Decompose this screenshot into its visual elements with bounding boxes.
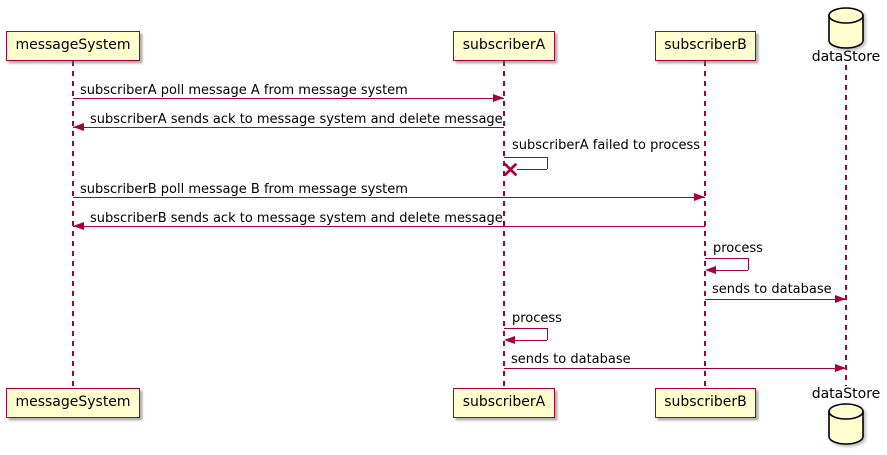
- participant-messageSystem-bottom-box: messageSystem: [6, 388, 140, 418]
- message-8-line: [504, 368, 846, 369]
- message-2-label: subscriberA failed to process: [512, 138, 701, 153]
- lifeline-dataStore: [845, 65, 847, 386]
- message-8-label: sends to database: [511, 352, 631, 367]
- message-3-label: subscriberB poll message B from message …: [80, 182, 408, 197]
- message-5-loop-side-line: [748, 258, 749, 270]
- message-2-failed-x-icon: [503, 162, 518, 177]
- message-1-line: [73, 127, 504, 128]
- message-2-loop-top-line: [504, 157, 547, 158]
- message-7-arrowhead-icon: [504, 336, 515, 344]
- database-icon-top: [827, 6, 865, 54]
- message-7-loop-side-line: [547, 328, 548, 340]
- message-3-arrowhead-icon: [694, 193, 705, 201]
- participant-subscriberA-top-box: subscriberA: [453, 31, 555, 61]
- message-5-arrowhead-icon: [705, 266, 716, 274]
- message-2-loop-side-line: [547, 157, 548, 169]
- participant-dataStore-bottom-label: dataStore: [811, 386, 881, 402]
- lifeline-messageSystem: [72, 61, 74, 389]
- message-0-line: [73, 98, 504, 99]
- message-0-arrowhead-icon: [493, 94, 504, 102]
- message-6-label: sends to database: [712, 282, 832, 297]
- message-3-line: [73, 197, 705, 198]
- participant-subscriberB-bottom-box: subscriberB: [655, 388, 756, 418]
- message-6-line: [705, 299, 846, 300]
- message-8-arrowhead-icon: [835, 364, 846, 372]
- message-7-loop-bottom-line: [513, 340, 547, 341]
- participant-subscriberB-top-box: subscriberB: [655, 31, 756, 61]
- message-1-label: subscriberA sends ack to message system …: [90, 112, 503, 127]
- message-7-loop-top-line: [504, 328, 547, 329]
- participant-dataStore-top-label: dataStore: [811, 49, 881, 65]
- database-icon-bottom: [827, 402, 865, 450]
- participant-subscriberA-bottom-box: subscriberA: [453, 388, 555, 418]
- message-4-line: [73, 226, 705, 227]
- message-5-loop-top-line: [705, 258, 748, 259]
- lifeline-subscriberA: [503, 61, 505, 389]
- participant-messageSystem-top-box: messageSystem: [6, 31, 140, 61]
- message-5-loop-bottom-line: [714, 270, 748, 271]
- message-6-arrowhead-icon: [835, 295, 846, 303]
- message-4-label: subscriberB sends ack to message system …: [90, 211, 503, 226]
- lifeline-subscriberB: [704, 61, 706, 389]
- message-5-label: process: [713, 241, 763, 256]
- message-2-loop-bottom-line: [517, 169, 547, 170]
- message-4-arrowhead-icon: [73, 222, 84, 230]
- message-7-label: process: [512, 311, 562, 326]
- message-1-arrowhead-icon: [73, 123, 84, 131]
- message-0-label: subscriberA poll message A from message …: [80, 83, 408, 98]
